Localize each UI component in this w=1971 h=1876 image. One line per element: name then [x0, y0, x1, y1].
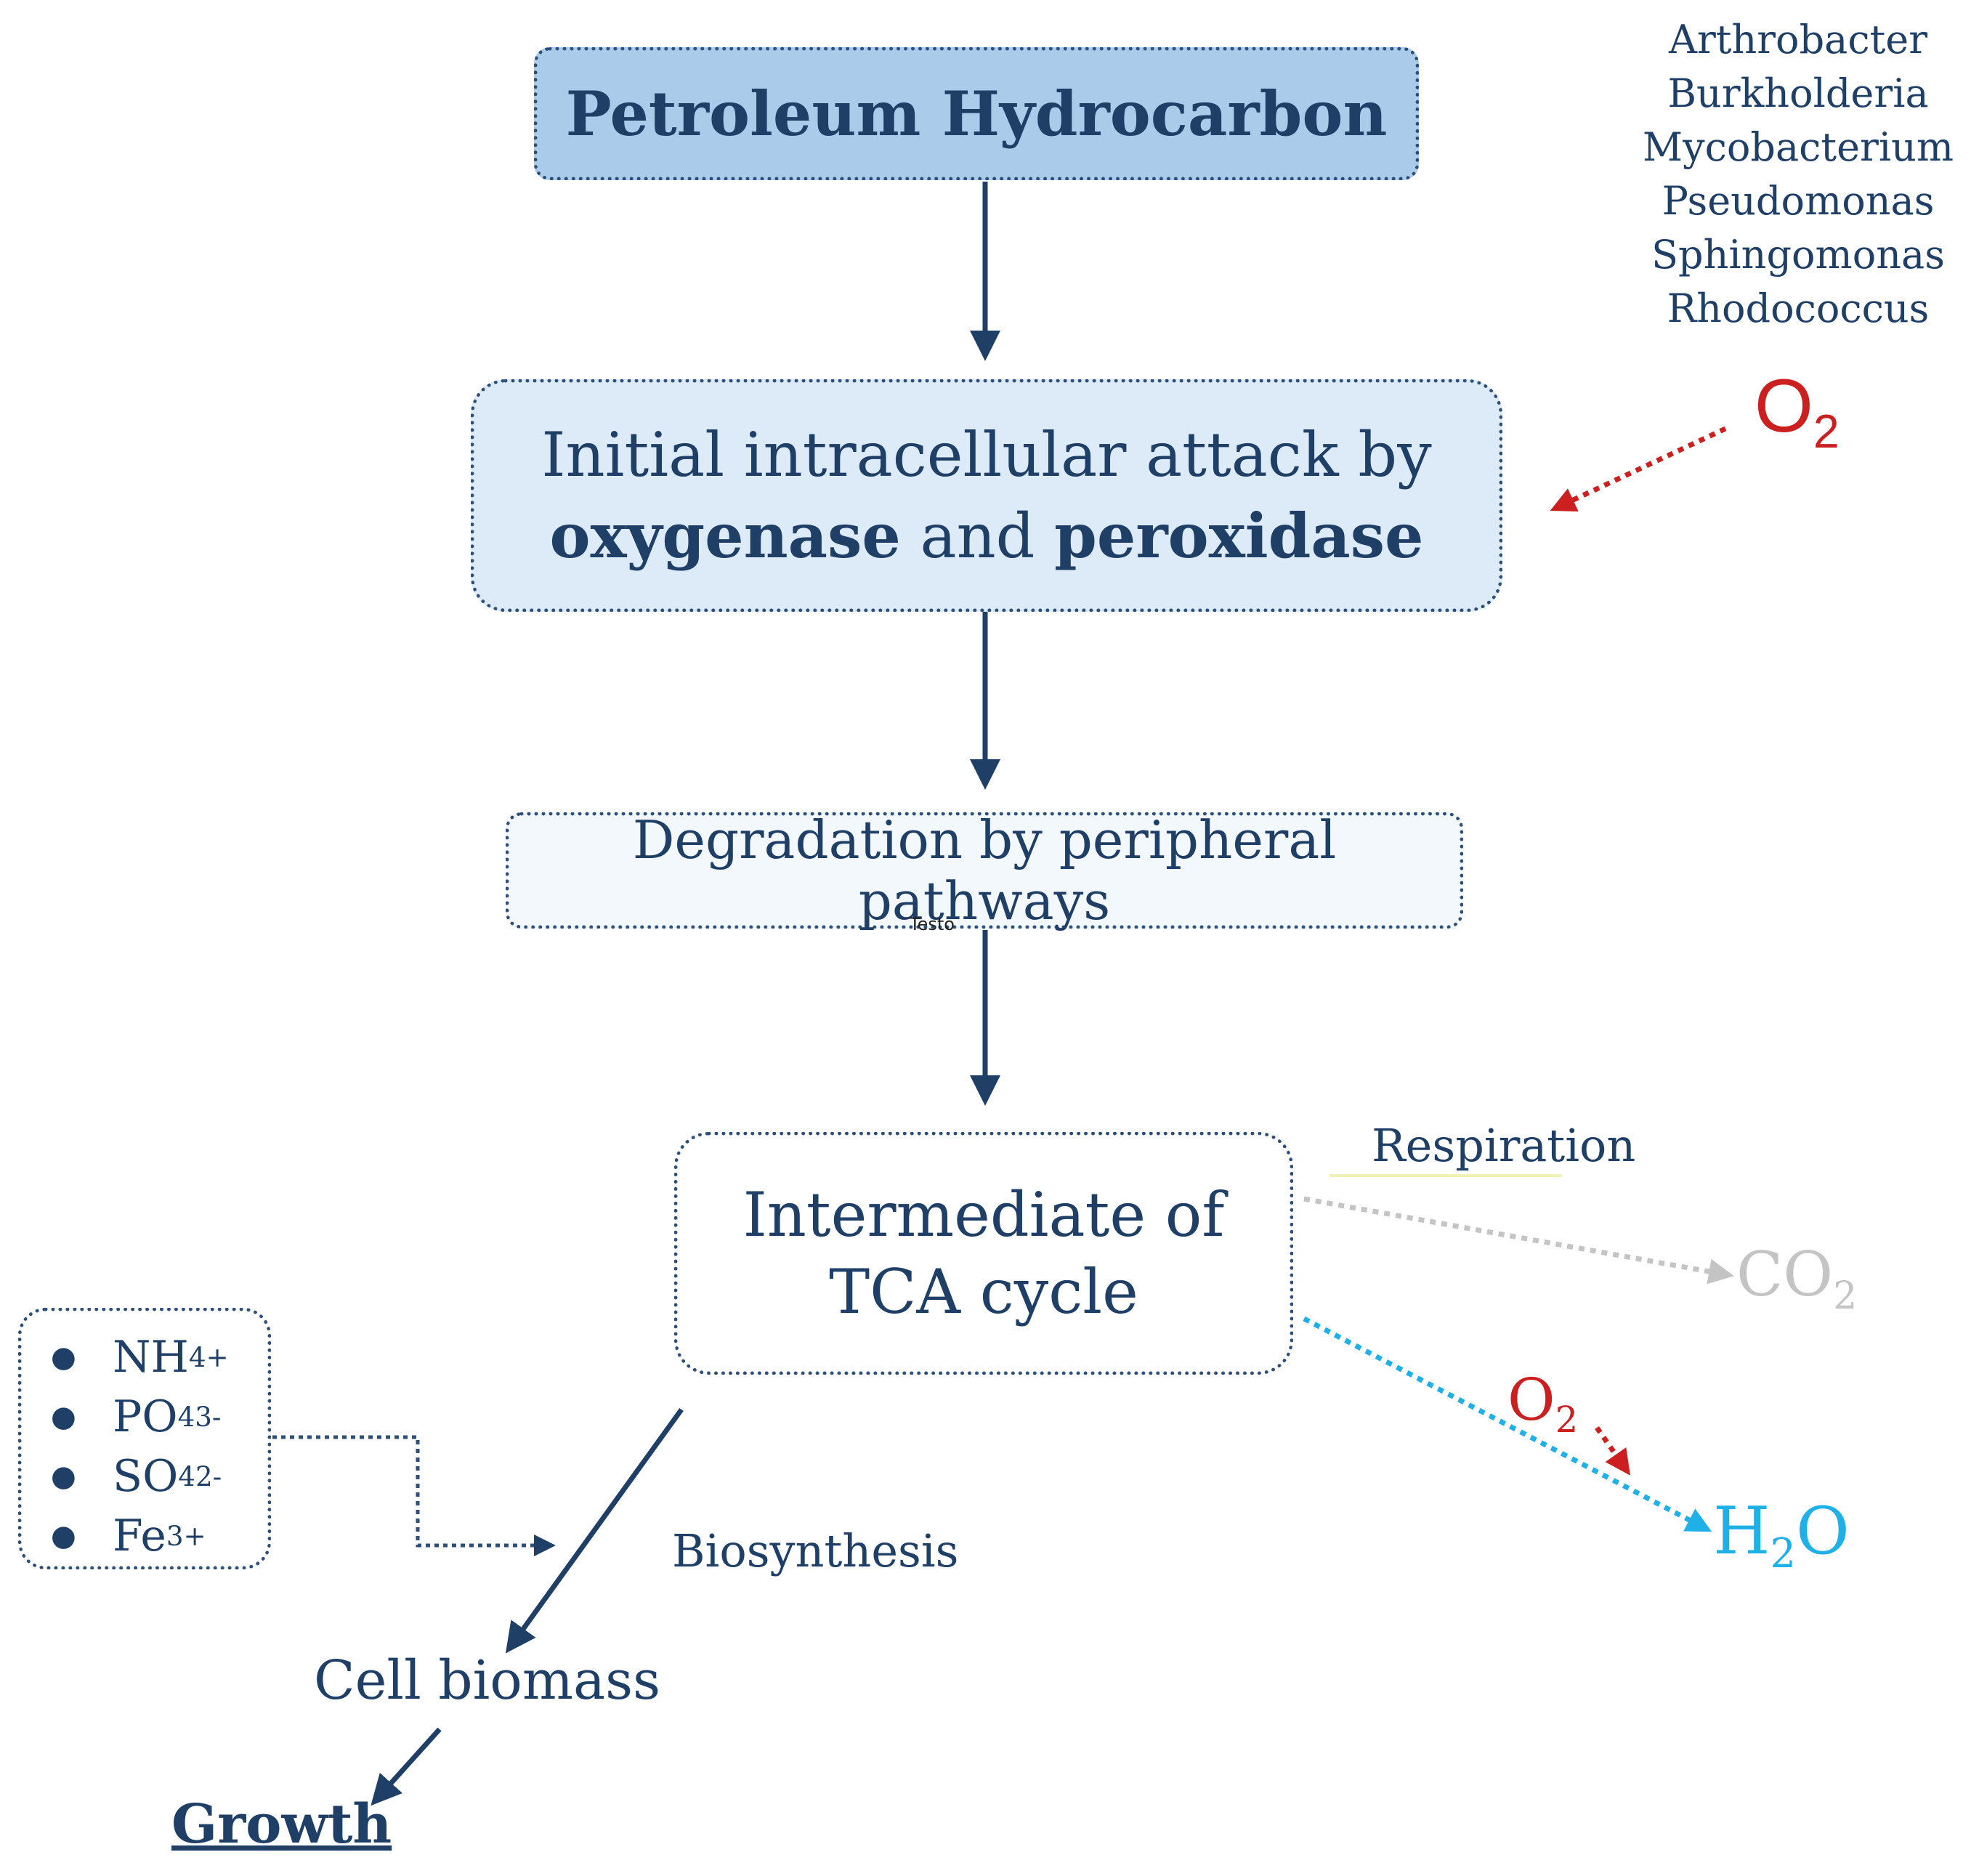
- bullet-icon: ●: [51, 1341, 76, 1374]
- tca-line1: Intermediate of: [742, 1179, 1225, 1250]
- h2o-label: H2O: [1713, 1493, 1850, 1577]
- arrow-nutrients-to-biosynthesis: [272, 1435, 556, 1556]
- oxygen-label-top: O2: [1755, 364, 1840, 458]
- species-item: Arthrobacter: [1668, 17, 1928, 62]
- degradation-small-label: Testo: [910, 914, 955, 934]
- species-item: Mycobacterium: [1642, 124, 1954, 170]
- species-item: Rhodococcus: [1667, 286, 1930, 331]
- petroleum-hydrocarbon-label: Petroleum Hydrocarbon: [565, 78, 1388, 150]
- oxygenase-label: oxygenase: [549, 500, 901, 572]
- tca-line2: TCA cycle: [829, 1256, 1138, 1327]
- arrow-tca-to-co2: [1303, 1196, 1734, 1285]
- bullet-icon: ●: [51, 1460, 76, 1493]
- growth-label: Growth: [171, 1793, 392, 1856]
- arrow-cell-biomass-to-growth: [371, 1727, 442, 1806]
- arrow-oxygen-to-h2o: [1595, 1426, 1631, 1476]
- respiration-label: Respiration: [1372, 1119, 1636, 1172]
- cell-biomass-label: Cell biomass: [314, 1649, 661, 1712]
- arrow-oxygen-to-attack: [1550, 426, 1727, 512]
- species-list: Arthrobacter Burkholderia Mycobacterium …: [1627, 13, 1969, 336]
- peroxidase-label: peroxidase: [1054, 500, 1424, 572]
- biosynthesis-label: Biosynthesis: [672, 1524, 959, 1577]
- and-label: and: [900, 501, 1055, 572]
- degradation-label: Degradation by peripheral pathways: [632, 809, 1337, 931]
- species-item: Pseudomonas: [1662, 178, 1935, 224]
- species-item: Burkholderia: [1667, 70, 1929, 116]
- initial-attack-box: Initial intracellular attack by oxygenas…: [471, 379, 1502, 612]
- petroleum-hydrocarbon-box: Petroleum Hydrocarbon: [534, 47, 1419, 180]
- oxygen-label-respiration: O2: [1507, 1366, 1579, 1441]
- co2-label: CO2: [1736, 1239, 1858, 1318]
- bullet-icon: ●: [51, 1400, 76, 1434]
- degradation-box: Degradation by peripheral pathways: [506, 809, 1463, 931]
- species-item: Sphingomonas: [1651, 232, 1945, 278]
- initial-attack-line2: oxygenase and peroxidase: [549, 496, 1423, 577]
- tca-cycle-box: Intermediate of TCA cycle: [674, 1132, 1293, 1375]
- arrow-tca-to-cell-biomass: [505, 1407, 684, 1654]
- bullet-icon: ●: [51, 1519, 76, 1553]
- arrow-tca-to-h2o: [1303, 1316, 1712, 1532]
- initial-attack-line1: Initial intracellular attack by: [541, 419, 1432, 490]
